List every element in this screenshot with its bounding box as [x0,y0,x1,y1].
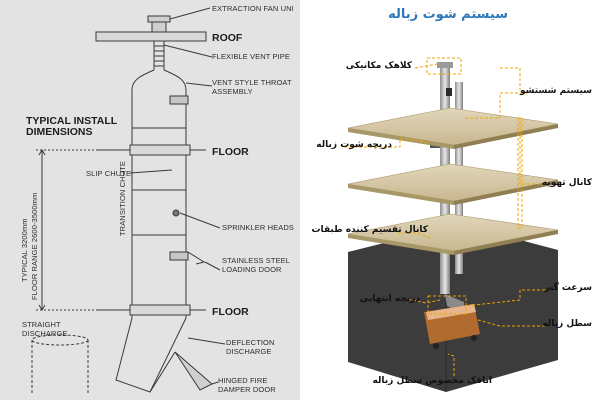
extraction-fan [147,15,171,23]
heading-line-2: DIMENSIONS [26,126,93,138]
label-damper-1: HINGED FIRE [218,376,268,385]
label-extraction-fan: EXTRACTION FAN UNI [212,4,294,13]
label-vent: کانال تهویه [541,178,592,188]
illustration-drawing [344,57,559,392]
mechanical-cap [437,62,453,68]
label-transition-chute: TRANSITION CHUTE [118,161,127,236]
label-end-hatch: دریچه انتهایی [359,294,420,304]
label-room: اتاقک مخصوص سطل زباله [372,376,492,386]
label-damper-2: DAMPER DOOR [218,385,276,394]
damper-door [174,351,213,391]
blueprint-panel: EXTRACTION FAN UNI ROOF FLEXIBLE VENT PI… [0,0,300,400]
callout-lines [344,63,545,376]
label-washing: سیستم شستشو [519,86,592,96]
label-distribution: کانال تقسیم کننده طبقات [311,225,428,235]
label-vent-throat-2: ASSEMBLY [212,87,253,96]
callout-box-vent [517,117,523,229]
label-vent-throat-1: VENT STYLE THROAT [212,78,292,87]
label-flexible-vent: FLEXIBLE VENT PIPE [212,52,290,61]
chute-body [131,90,187,318]
floor-slab-lower [129,304,191,316]
washing-unit [446,88,452,96]
floor-slab-2 [347,163,559,202]
label-slip-chute: SLIP CHUTE [86,169,132,178]
label-floor-lower: FLOOR [212,306,249,318]
label-sprinkler-heads: SPRINKLER HEADS [222,223,294,232]
deflection-discharge [115,317,187,393]
label-cap: کلاهک مکانیکی [345,61,412,71]
callout-box-cap [426,57,462,75]
loading-door-upper [169,95,189,105]
heading-line-1: TYPICAL INSTALL [26,115,118,127]
label-hatch: دریچه شوت زباله [316,140,392,150]
label-speed: سرعت گیر [544,283,592,293]
loading-door-lower [169,251,189,261]
label-floor-upper: FLOOR [212,146,249,158]
callout-box-speed [427,295,467,315]
label-dimension: TYPICAL 3200mm [20,218,29,282]
vent-throat [131,69,187,91]
label-straight-1: STRAIGHT [22,320,61,329]
sprinkler-head [172,209,180,217]
label-loading-door-1: STAINLESS STEEL [222,256,291,265]
label-deflection-2: DISCHARGE [226,347,272,356]
roof-slab [95,31,207,42]
diagram-title: سیستم شوت زباله [388,7,508,22]
label-roof: ROOF [212,32,243,44]
label-bin: سطل زباله [542,319,592,329]
label-straight-2: DISCHARGE [22,329,68,338]
illustration-panel: سیستم شوت زباله کلاهک مکانیکی سیستم شستش… [300,0,600,400]
floor-slab-upper [129,144,191,156]
blueprint-drawing [31,7,226,395]
label-floor-range: FLOOR RANGE 2600-3500mm [30,192,39,300]
label-deflection-1: DEFLECTION [226,338,275,347]
label-loading-door-2: LOADING DOOR [222,265,282,274]
straight-discharge [31,340,89,395]
